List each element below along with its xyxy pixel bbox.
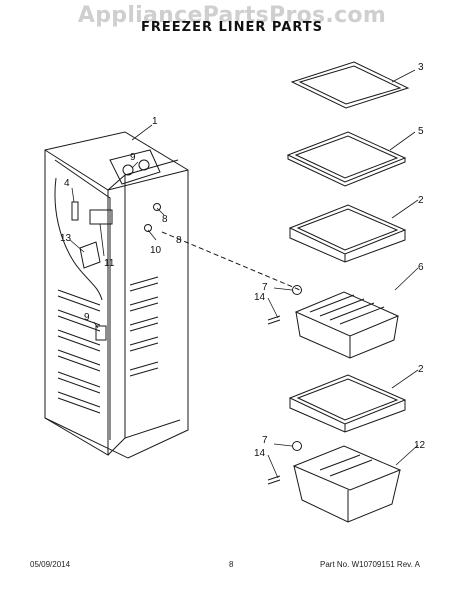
leader-lines (69, 69, 419, 479)
shelf-glass-5 (286, 131, 407, 187)
callout-9-lower: 9 (84, 312, 90, 323)
footer-part-number: Part No. W10709151 Rev. A (320, 560, 420, 569)
callout-14-lower: 14 (254, 448, 266, 459)
callout-8: 8 (162, 214, 168, 225)
callout-11: 11 (104, 258, 115, 269)
callout-2-top: 2 (418, 195, 424, 206)
callout-6: 6 (418, 262, 424, 273)
callout-2-bottom: 2 (418, 364, 424, 375)
shelf-assembly-2-top (288, 204, 407, 263)
freezer-bin-12 (292, 445, 402, 523)
callout-12: 12 (414, 440, 426, 451)
hardware-upper (267, 285, 302, 325)
page-title: FREEZER LINER PARTS (141, 20, 323, 35)
callout-10: 10 (150, 245, 162, 256)
watermark-text: AppliancePartsPros.com (77, 3, 387, 28)
callout-7-upper: 7 (262, 282, 268, 293)
callout-5: 5 (418, 126, 424, 137)
callout-3: 3 (418, 62, 424, 73)
hardware-lower (267, 441, 302, 485)
freezer-liner (44, 131, 189, 459)
callout-14-upper: 14 (254, 292, 266, 303)
callout-8-dashed: 8 (176, 235, 182, 246)
freezer-pan-6 (294, 291, 400, 359)
footer-date: 05/09/2014 (30, 560, 71, 569)
shelf-assembly-2-bottom (288, 374, 407, 433)
callout-7-lower: 7 (262, 435, 268, 446)
footer-page-number: 8 (229, 560, 234, 569)
callout-1: 1 (152, 116, 158, 127)
callout-9-upper: 9 (130, 152, 136, 163)
callout-4: 4 (64, 178, 70, 189)
callout-13: 13 (60, 233, 72, 244)
shelf-glass-3 (290, 61, 410, 109)
